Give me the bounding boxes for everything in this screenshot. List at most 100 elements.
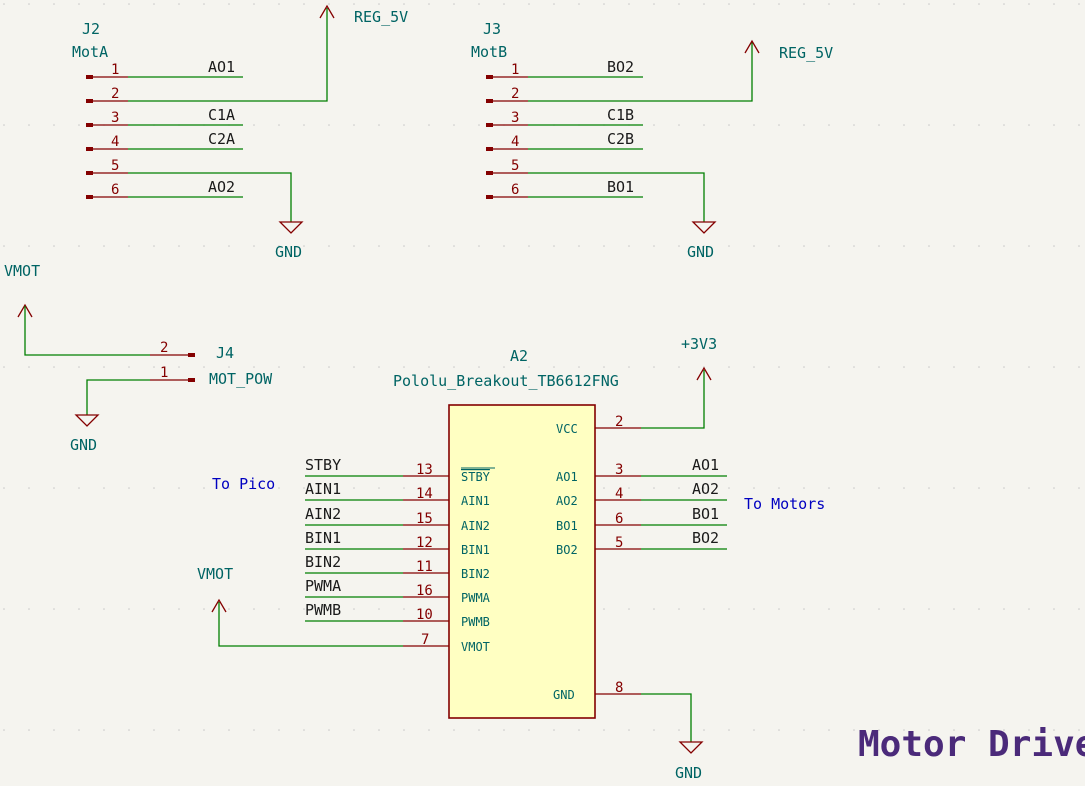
a2-3v3-power-symbol[interactable]: +3V3 — [681, 335, 717, 381]
grid-dot — [753, 608, 755, 610]
grid-dot — [778, 366, 780, 368]
grid-dot — [3, 245, 5, 247]
grid-dot — [78, 487, 80, 489]
grid-dot — [278, 3, 280, 5]
a2-ic-body[interactable] — [448, 404, 596, 719]
j3-value: MotB — [471, 43, 507, 61]
grid-dot — [228, 3, 230, 5]
grid-dot — [153, 729, 155, 731]
grid-dot — [78, 3, 80, 5]
a2-pinname-ain1: AIN1 — [461, 494, 490, 508]
a2-pin-12: 12 — [416, 535, 433, 551]
j4-ref: J4 — [216, 344, 234, 362]
a2-gnd-power-symbol[interactable]: GND — [675, 741, 704, 782]
grid-dot — [678, 487, 680, 489]
grid-dot — [778, 124, 780, 126]
grid-dot — [778, 3, 780, 5]
a2-pinname-vcc: VCC — [556, 422, 578, 436]
grid-dot — [903, 487, 905, 489]
grid-dot — [1078, 245, 1080, 247]
grid-dot — [403, 729, 405, 731]
grid-dot — [178, 487, 180, 489]
j3-reg5v-power-symbol[interactable]: REG_5V — [744, 39, 833, 62]
grid-dot — [403, 487, 405, 489]
grid-dot — [253, 608, 255, 610]
connector-j4[interactable]: 2 1 J4 MOT_POW — [150, 340, 273, 388]
vmot-power-symbol-j4[interactable]: VMOT — [4, 262, 40, 318]
note-to-pico: To Pico — [212, 475, 275, 493]
j2-gnd-power-symbol[interactable]: GND — [275, 221, 304, 261]
a2-left-wires[interactable] — [218, 475, 403, 647]
j2-wires[interactable] — [128, 8, 328, 222]
grid-dot — [653, 124, 655, 126]
grid-dot — [353, 366, 355, 368]
grid-dot — [678, 729, 680, 731]
grid-dot — [378, 729, 380, 731]
grid-dot — [128, 608, 130, 610]
grid-dot — [428, 729, 430, 731]
grid-dot — [828, 3, 830, 5]
a2-right-wires[interactable] — [641, 370, 727, 742]
grid-dot — [878, 124, 880, 126]
grid-dot — [553, 245, 555, 247]
grid-dot — [278, 245, 280, 247]
grid-dot — [328, 3, 330, 5]
j2-pin-1: 1 — [111, 62, 119, 78]
grid-dot — [1078, 487, 1080, 489]
grid-dot — [628, 487, 630, 489]
grid-dot — [428, 487, 430, 489]
grid-dot — [453, 729, 455, 731]
grid-dot — [603, 366, 605, 368]
grid-dot — [878, 487, 880, 489]
a2-vmot-power-symbol[interactable]: VMOT — [197, 565, 233, 613]
a2-pin-15: 15 — [416, 511, 433, 527]
grid-dot — [328, 366, 330, 368]
grid-dot — [578, 245, 580, 247]
a2-pinname-pwmb: PWMB — [461, 615, 490, 629]
grid-dot — [278, 487, 280, 489]
grid-dot — [528, 245, 530, 247]
j3-wires[interactable] — [528, 42, 753, 222]
grid-dot — [53, 487, 55, 489]
grid-dot — [1028, 487, 1030, 489]
grid-dot — [753, 3, 755, 5]
grid-dot — [828, 487, 830, 489]
j3-pin-1: 1 — [511, 62, 519, 78]
grid-dot — [1078, 366, 1080, 368]
grid-dot — [203, 245, 205, 247]
a2-pinname-ao2: AO2 — [556, 494, 578, 508]
j4-wires[interactable] — [24, 306, 150, 415]
grid-dot — [303, 3, 305, 5]
grid-dot — [303, 729, 305, 731]
grid-dot — [378, 487, 380, 489]
grid-dot — [853, 124, 855, 126]
grid-dot — [153, 608, 155, 610]
connector-j3[interactable]: J3 MotB 1 2 3 4 5 6 — [471, 20, 528, 199]
grid-dot — [178, 366, 180, 368]
grid-dot — [1053, 729, 1055, 731]
grid-dot — [678, 124, 680, 126]
net-label-ao1: AO1 — [208, 58, 235, 76]
j2-reg5v-power-symbol[interactable]: REG_5V — [319, 4, 408, 26]
grid-dot — [53, 729, 55, 731]
grid-dot — [628, 608, 630, 610]
grid-dot — [103, 487, 105, 489]
grid-dot — [28, 608, 30, 610]
j4-gnd-power-symbol[interactable]: GND — [70, 414, 100, 454]
grid-dot — [653, 729, 655, 731]
grid-dot — [28, 487, 30, 489]
grid-dot — [53, 608, 55, 610]
j2-pin-6: 6 — [111, 182, 119, 198]
grid-dot — [853, 3, 855, 5]
grid-dot — [853, 366, 855, 368]
grid-dot — [553, 729, 555, 731]
j3-gnd-power-symbol[interactable]: GND — [687, 221, 717, 261]
net-label-stby: STBY — [305, 456, 341, 474]
grid-dot — [1053, 124, 1055, 126]
grid-dot — [728, 729, 730, 731]
grid-dot — [1003, 608, 1005, 610]
a2-pin-10: 10 — [416, 607, 433, 623]
connector-j2[interactable]: J2 MotA 1 2 3 4 5 6 — [72, 20, 128, 199]
grid-dot — [28, 366, 30, 368]
